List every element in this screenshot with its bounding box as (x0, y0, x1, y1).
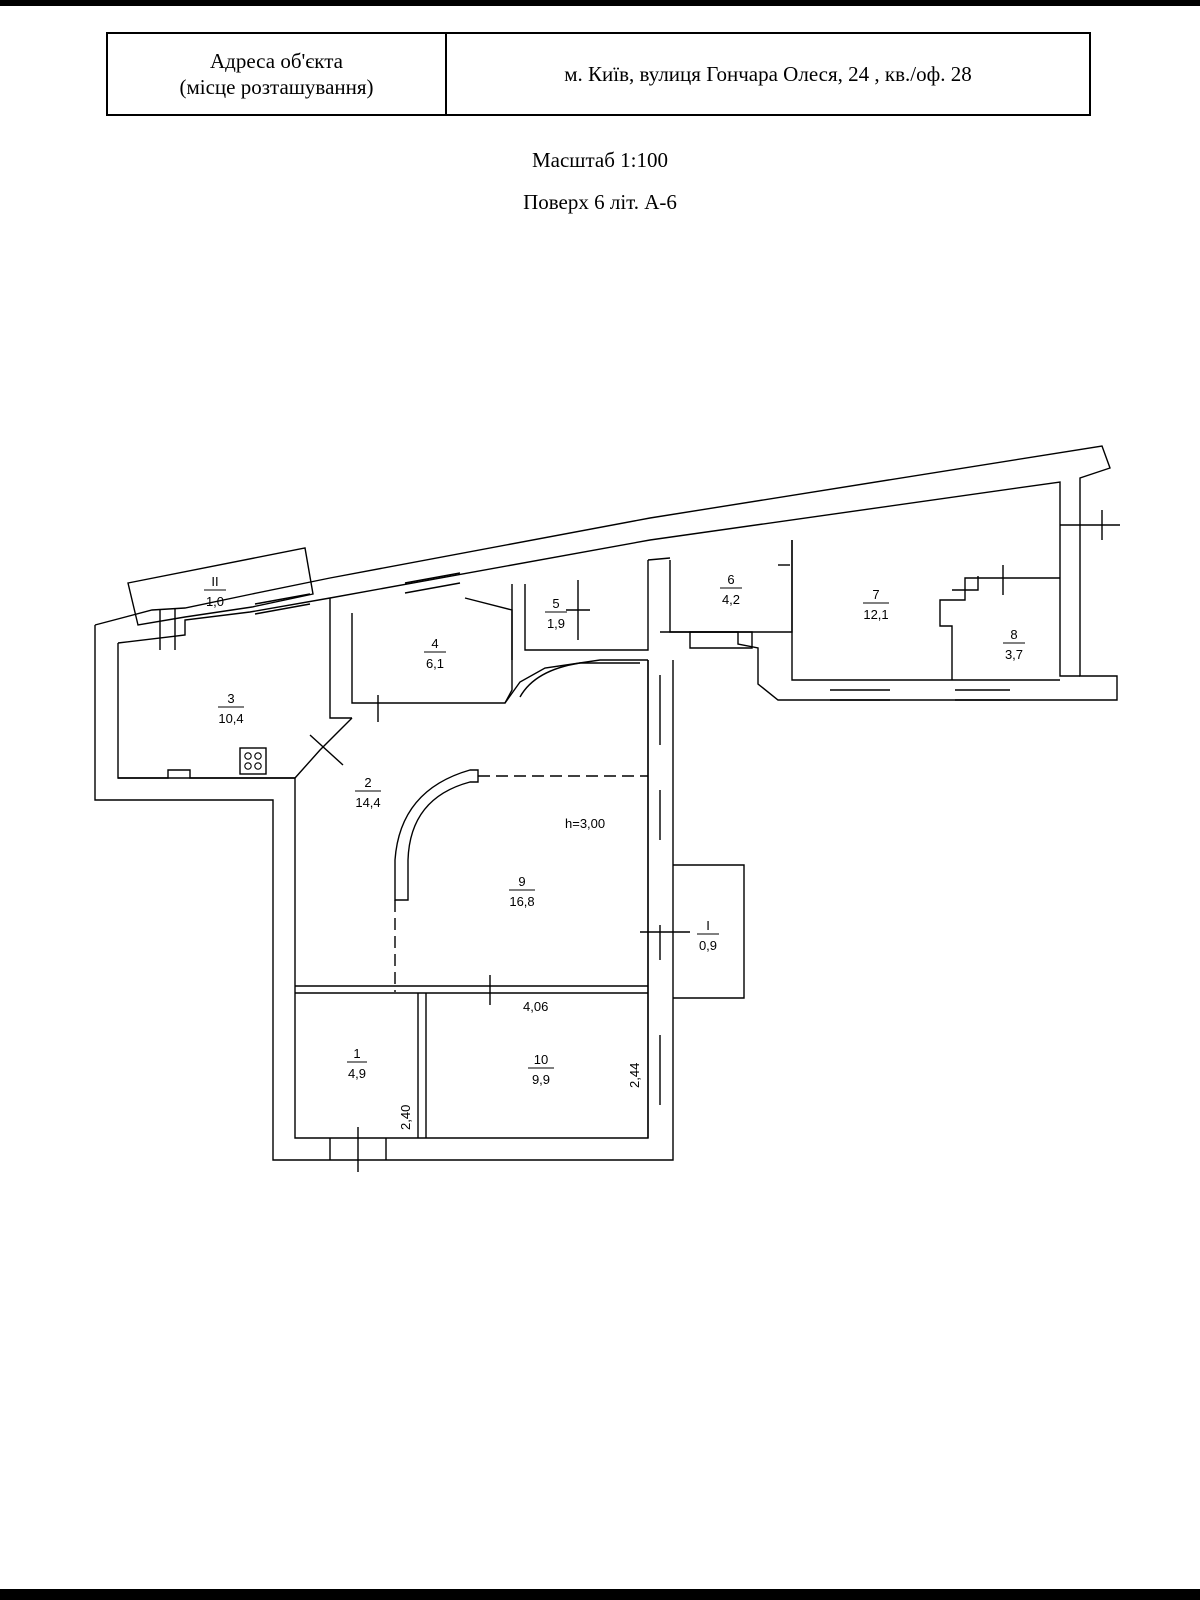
corridor-curve (519, 662, 640, 698)
outer-wall-west (94, 625, 674, 1161)
address-table: Адреса об'єкта (місце розташування) м. К… (106, 32, 1091, 116)
inner-wall-west (117, 643, 649, 1139)
stove (239, 747, 267, 775)
room-area: 10,4 (218, 711, 243, 726)
outer-wall-north (94, 445, 1118, 701)
wall-3-4 (329, 598, 352, 719)
door-tick-2-3 (309, 734, 344, 766)
room3-south-wall (118, 717, 353, 779)
floor-caption: Поверх 6 літ. А-6 (523, 190, 677, 214)
wall-south-9 (295, 985, 648, 994)
arc-wall-9 (394, 769, 479, 901)
dashed-boundary-9 (394, 775, 648, 992)
door-tick-3 (159, 608, 176, 650)
room-number: 7 (872, 587, 879, 602)
stove-burner (254, 762, 262, 770)
room-area: 14,4 (355, 795, 380, 810)
room6-west (647, 557, 671, 561)
room-number: 9 (518, 874, 525, 889)
dimension-2-44: 2,44 (627, 1063, 642, 1088)
scale-caption: Масштаб 1:100 (531, 148, 668, 172)
loggia-II (127, 547, 314, 626)
room-number: II (211, 574, 218, 589)
room8-walls (939, 577, 1060, 680)
room-area: 12,1 (863, 607, 888, 622)
room-number: 10 (534, 1052, 548, 1067)
room-number: 5 (552, 596, 559, 611)
door-tick-east (1060, 510, 1120, 540)
address-label-line2: (місце розташування) (179, 75, 374, 99)
address-value-cell: м. Київ, вулиця Гончара Олеся, 24 , кв./… (447, 34, 1089, 114)
window-south-6 (689, 631, 753, 649)
wall-1-10 (417, 993, 427, 1138)
room-area: 4,9 (348, 1066, 366, 1081)
room-number: 3 (227, 691, 234, 706)
balcony-I (673, 864, 745, 999)
room5-walls (524, 560, 649, 651)
room-number: I (706, 918, 710, 933)
wall-4-east (464, 597, 513, 704)
bottom-border (0, 1589, 1200, 1600)
room-area: 1,9 (547, 616, 565, 631)
window-south-7b (955, 689, 1010, 701)
inner-wall-north (117, 481, 1080, 677)
window-south-7a (830, 689, 890, 701)
room-number: 1 (353, 1046, 360, 1061)
room-area: 9,9 (532, 1072, 550, 1087)
ceiling-height-label: h=3,00 (565, 816, 605, 831)
stove-burner (244, 762, 252, 770)
window-south-1 (329, 1138, 387, 1160)
room-area: 4,2 (722, 592, 740, 607)
dimension-4-06: 4,06 (523, 999, 548, 1014)
room-area: 0,9 (699, 938, 717, 953)
top-border (0, 0, 1200, 6)
room-number: 8 (1010, 627, 1017, 642)
address-label-cell: Адреса об'єкта (місце розташування) (108, 34, 447, 114)
wall-3-4-inner (351, 613, 648, 704)
room7-walls (791, 540, 1060, 681)
room-number: 2 (364, 775, 371, 790)
window-north-2 (404, 572, 461, 594)
room-number: 6 (727, 572, 734, 587)
stove-burner (254, 752, 262, 760)
stove-burner (244, 752, 252, 760)
room8-inner (952, 576, 979, 591)
room-number: 4 (431, 636, 438, 651)
outer-wall-east-mid (647, 660, 674, 1138)
dimension-2-40: 2,40 (398, 1105, 413, 1130)
address-label-line1: Адреса об'єкта (209, 49, 343, 73)
door-tick-5 (566, 580, 590, 640)
room-area: 16,8 (509, 894, 534, 909)
window-north-1 (254, 593, 311, 615)
address-value: м. Київ, вулиця Гончара Олеся, 24 , кв./… (564, 61, 972, 86)
room-area: 1,0 (206, 594, 224, 609)
room-area: 3,7 (1005, 647, 1023, 662)
room-area: 6,1 (426, 656, 444, 671)
